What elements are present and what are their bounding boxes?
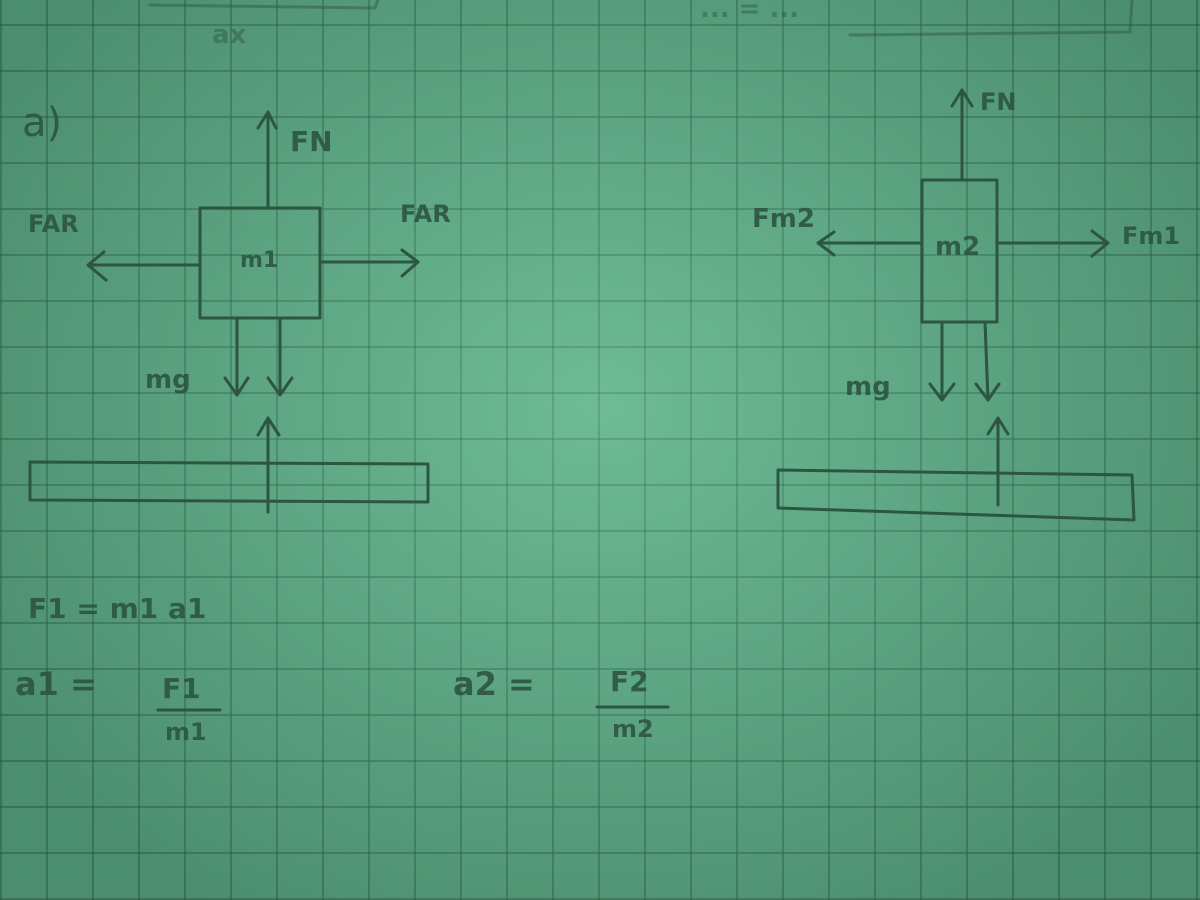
arrow-normal-2 — [986, 416, 1010, 507]
equation-a2-den: m2 — [612, 715, 654, 743]
label-far-right: FAR — [400, 200, 451, 228]
arrow-fm2 — [816, 230, 924, 257]
top-fragment-left: ax — [212, 20, 247, 50]
arrow-fm1 — [995, 229, 1110, 258]
surface-1 — [28, 460, 430, 504]
part-label: a) — [22, 100, 63, 146]
equation-a2-lhs: a2 = — [453, 665, 535, 703]
arrow-far-right — [318, 248, 420, 278]
equation-a1-num: F1 — [162, 672, 201, 705]
label-far-left: FAR — [28, 210, 79, 238]
arrow-mg-1a — [223, 316, 250, 397]
label-fn-1: FN — [290, 125, 333, 158]
top-box-right — [848, 0, 1134, 37]
equation-a2-num: F2 — [610, 665, 649, 698]
arrow-normal-1 — [256, 416, 281, 514]
equation-a1-den: m1 — [165, 718, 207, 746]
label-mg-1: mg — [145, 365, 191, 395]
block-m2 — [920, 178, 999, 324]
label-m1: m1 — [240, 248, 279, 273]
equation-a1-lhs: a1 = — [15, 665, 97, 703]
arrow-fn-1 — [256, 110, 278, 210]
arrow-mg-2a — [928, 320, 956, 402]
arrow-far-left — [86, 250, 202, 282]
arrow-mg-2b — [974, 320, 1001, 402]
label-fm1: Fm1 — [1122, 222, 1181, 250]
label-mg-2: mg — [845, 372, 891, 402]
top-underline-left — [148, 0, 380, 10]
surface-2 — [776, 468, 1136, 522]
equation-newton: F1 = m1 a1 — [28, 592, 207, 625]
arrow-fn-2 — [950, 88, 974, 182]
label-m2: m2 — [935, 232, 981, 262]
label-fn-2: FN — [980, 88, 1017, 116]
arrow-mg-1b — [266, 316, 294, 397]
label-fm2: Fm2 — [752, 204, 815, 234]
top-fragment-right: ... = ... — [700, 0, 800, 24]
